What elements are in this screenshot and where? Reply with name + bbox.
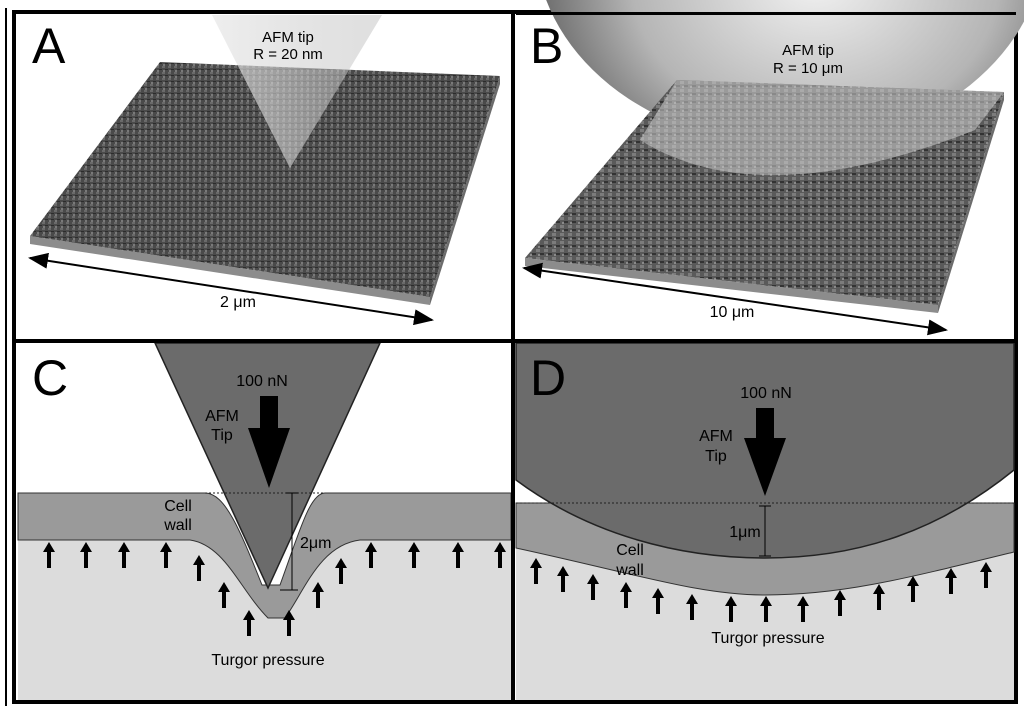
pressure-label-d: Turgor pressure <box>711 630 824 647</box>
tip-label-a-line2: R = 20 nm <box>253 46 323 63</box>
turgor-arrows-d <box>530 558 992 622</box>
tip-label-b-line1: AFM tip <box>782 42 834 59</box>
panel-letter-b: B <box>530 18 563 74</box>
pressure-label-c: Turgor pressure <box>211 652 324 669</box>
panel-b: B AFM tip R = 10 μm 10 μm <box>516 0 1024 340</box>
tip-label-b-line2: R = 10 μm <box>773 60 843 77</box>
force-label-d: 100 nN <box>740 385 792 402</box>
wall-label-c-line2: wall <box>163 517 192 534</box>
scale-arrow-b <box>522 262 948 336</box>
turgor-arrows-c <box>43 542 506 636</box>
tip-label-c-line2: Tip <box>211 427 233 444</box>
scale-label-b: 10 μm <box>710 304 755 321</box>
panel-letter-c: C <box>32 350 68 406</box>
scale-arrow-a <box>28 252 434 326</box>
panel-letter-d: D <box>530 350 566 406</box>
force-arrow-c <box>248 396 290 488</box>
afm-tip-cone-a <box>212 15 382 168</box>
depth-label-d: 1μm <box>729 524 760 541</box>
tip-label-c-line1: AFM <box>205 408 239 425</box>
wall-label-c-line1: Cell <box>164 498 192 515</box>
scale-label-a: 2 μm <box>220 294 256 311</box>
wall-label-d-line2: wall <box>615 562 644 579</box>
surface-a <box>30 62 500 297</box>
force-arrow-d <box>744 408 786 496</box>
tip-label-d-line1: AFM <box>699 428 733 445</box>
force-label-c: 100 nN <box>236 373 288 390</box>
panel-d: D 100 nN AFM Tip Cell wall 1μm Turgor pr… <box>515 342 1015 700</box>
depth-label-c: 2μm <box>300 535 331 552</box>
wall-label-d-line1: Cell <box>616 542 644 559</box>
panel-a: A AFM tip R = 20 nm 2 μm <box>18 15 511 340</box>
panel-letter-a: A <box>32 18 66 74</box>
panel-c: C 100 nN AFM Tip Cell wall 2μm Turgor pr… <box>17 342 512 700</box>
tip-label-a-line1: AFM tip <box>262 29 314 46</box>
tip-label-d-line2: Tip <box>705 448 727 465</box>
cell-wall-c <box>17 492 512 619</box>
